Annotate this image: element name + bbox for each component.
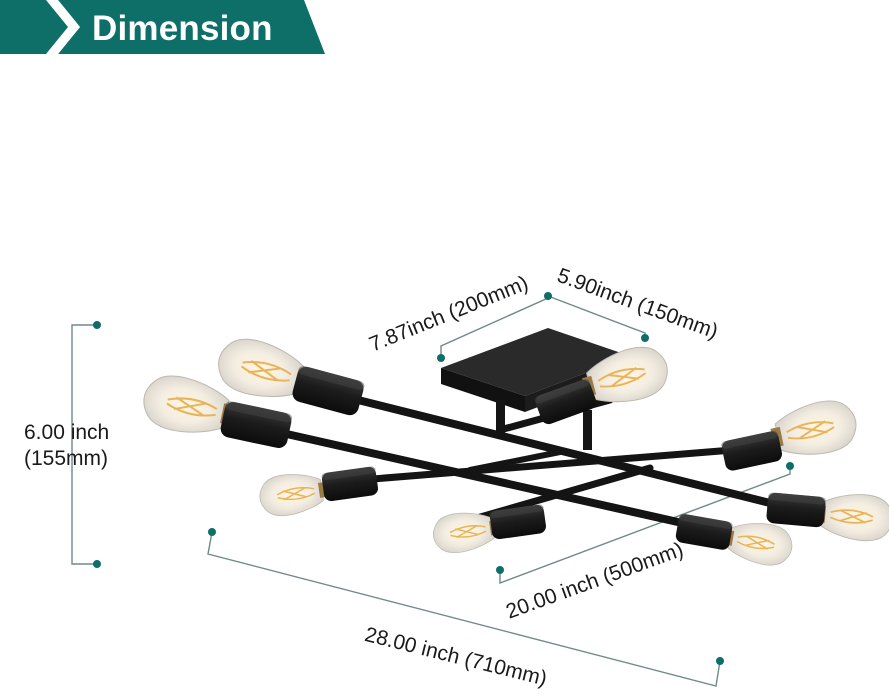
socket-back-left-upper <box>290 364 366 418</box>
socket-front-right <box>674 513 734 551</box>
socket-right-upper <box>720 430 784 472</box>
bulb-front-left <box>256 468 331 520</box>
height-label: 6.00 inch (155mm) <box>24 420 109 472</box>
socket-back-left-lower <box>219 400 293 450</box>
socket-front-left <box>321 465 379 503</box>
height-mm-label: (155mm) <box>24 447 109 470</box>
width-left-marker <box>496 566 504 574</box>
length-left-marker <box>208 528 216 536</box>
height-bottom-marker <box>93 560 101 568</box>
canopy-center-marker <box>544 292 552 300</box>
bulb-front-right <box>721 516 796 570</box>
canopy-plate <box>441 328 630 396</box>
ceiling-light-fixture <box>137 328 889 570</box>
canopy-width-marker-right <box>641 334 649 342</box>
height-dimension-line <box>71 324 97 565</box>
bulb-right-lower <box>814 489 889 544</box>
dimension-banner <box>0 0 325 54</box>
width-right-marker <box>786 462 794 470</box>
banner-title: Dimension <box>92 9 273 48</box>
length-dimension-line <box>207 531 721 687</box>
height-top-marker <box>93 321 101 329</box>
length-right-marker <box>716 657 724 665</box>
socket-right-lower <box>765 492 827 528</box>
height-inch-label: 6.00 inch <box>24 421 110 444</box>
canopy-length-marker-left <box>437 354 445 362</box>
